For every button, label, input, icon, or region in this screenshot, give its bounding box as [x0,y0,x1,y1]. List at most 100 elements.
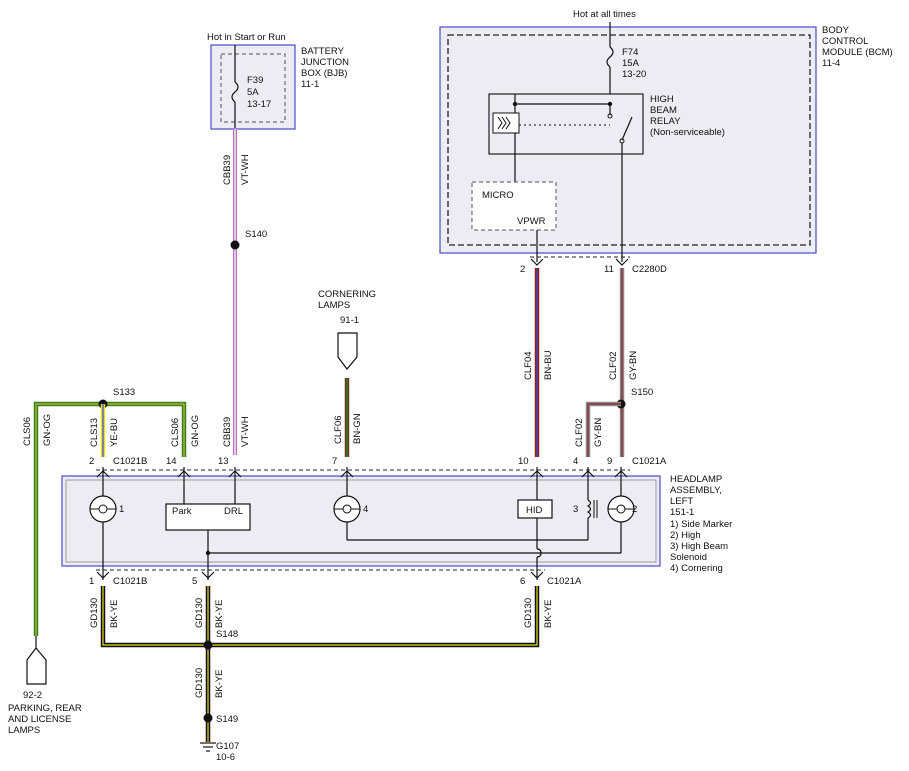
drl-label: DRL [224,506,243,517]
high-beam-relay [488,93,644,155]
bjb-box [210,44,296,130]
headlamp-title-3: LEFT [670,496,693,507]
bjb-fuse-icon [231,81,239,103]
ground-page: 10-6 [216,752,235,763]
headlamp-page: 151-1 [670,507,694,518]
bjb-title-2: JUNCTION [301,57,349,68]
cornering-page: 91-1 [340,315,359,326]
wire-gd130-b-color: BK-YE [214,599,225,628]
parking-arrow-icon [26,647,47,685]
bjb-supply-label: Hot in Start or Run [207,32,286,43]
bjb-title-3: BOX (BJB) [301,68,347,79]
headlamp-title-2: ASSEMBLY, [670,485,722,496]
headlamp-legend-1: 1) Side Marker [670,519,732,530]
relay-title-2: BEAM [650,105,677,116]
headlamp-legend-2: 2) High [670,530,701,541]
relay-title-3: RELAY [650,116,681,127]
splice-s133-label: S133 [113,387,135,398]
bcm-connector-c2280d: C2280D [632,264,667,275]
top-connector-c1021b: C1021B [113,456,147,467]
bottom-pin-1: 1 [89,576,94,587]
parking-title-1: PARKING, REAR [8,703,82,714]
headlamp-legend-4: Solenoid [670,552,707,563]
lamp-1-label: 1 [119,504,124,515]
ground-icon [200,742,216,752]
bcm-page: 11-4 [822,58,840,69]
splice-s148 [203,640,213,650]
splice-s140 [230,240,240,250]
bcm-pin-11: 11 [604,264,614,275]
bcm-title-1: BODY [822,25,850,36]
wire-cls06-a-label: CLS06 [22,417,33,446]
splice-s150-label: S150 [631,387,653,398]
bcm-fuse-rating: 15A [622,58,640,69]
cornering-lamp-icon [333,495,361,523]
splice-s149 [203,713,213,723]
bjb-title-1: BATTERY [301,46,345,57]
splice-s149-label: S149 [216,714,238,725]
park-label: Park [172,506,192,517]
wire-clf06-label: CLF06 [333,415,344,444]
bcm-vpwr-label: VPWR [517,216,546,227]
side-marker-lamp-icon [89,495,117,523]
parking-title-2: AND LICENSE [8,714,71,725]
bjb-fuse-rating: 5A [247,87,259,98]
bcm-fuse-ref: 13-20 [622,69,646,80]
top-pin-2: 2 [89,456,94,467]
top-pin-7: 7 [332,456,337,467]
wire-cls06-b-label: CLS06 [170,418,181,447]
parking-title-3: LAMPS [8,725,40,736]
bcm-title-2: CONTROL [822,36,868,47]
splice-s140-label: S140 [245,229,267,240]
bcm-supply-label: Hot at all times [573,9,636,20]
bcm-title-3: MODULE (BCM) [822,47,893,58]
bottom-connector-c1021a: C1021A [547,576,582,587]
headlamp-title-1: HEADLAMP [670,474,722,485]
bjb-page: 11-1 [301,79,319,90]
wire-clf02-a-color: GY-BN [628,351,639,380]
wire-gd130-a-label: GD130 [89,598,100,628]
bjb-fuse-ref: 13-17 [247,99,271,110]
cornering-title-2: LAMPS [318,300,350,311]
headlamp-legend-5: 4) Cornering [670,563,723,574]
cornering-title-1: CORNERING [318,289,376,300]
top-pin-10: 10 [518,456,529,467]
wire-gd130-c-color: BK-YE [543,599,554,628]
wire-clf02-b-color: GY-BN [593,418,604,447]
wire-cls06-b-color: GN-OG [190,415,201,447]
splice-s148-label: S148 [216,629,238,640]
wire-gd130-d-label: GD130 [194,668,205,698]
wire-gd130-c-label: GD130 [523,598,534,628]
bottom-connector-c1021b: C1021B [113,576,147,587]
headlamp-assembly-box [61,475,661,567]
bjb-fuse-id: F39 [247,75,263,86]
bottom-pin-5: 5 [192,576,197,587]
hid-module [517,499,553,519]
top-pin-13: 13 [218,456,229,467]
hid-label: HID [526,505,543,516]
lamp-2-label: 2 [632,504,637,515]
bcm-pin-2: 2 [520,264,525,275]
top-pin-4: 4 [573,456,578,467]
wire-clf02-a-label: CLF02 [608,351,619,380]
ground-id: G107 [216,741,239,752]
cornering-arrow-icon [337,332,358,370]
wire-cbb39-a-color: VT-WH [240,154,251,185]
wire-clf02-b-label: CLF02 [574,418,585,447]
wire-cbb39-b-color: VT-WH [240,416,251,447]
bcm-fuse-id: F74 [622,47,638,58]
wire-gd130-b-label: GD130 [194,598,205,628]
wire-gd130-a-color: BK-YE [109,599,120,628]
lamp-3-label: 3 [573,504,578,515]
headlamp-inner-box [65,479,657,563]
wire-cls13-color: YE-BU [109,418,120,447]
high-beam-lamp-icon [607,495,635,523]
relay-title-4: (Non-serviceable) [650,127,725,138]
wire-clf04-color: BN-BU [543,350,554,380]
bcm-fuse-icon [606,46,614,68]
wire-clf04-label: CLF04 [523,351,534,380]
wire-gd130-d-color: BK-YE [214,669,225,698]
bjb-inner-dashed [220,53,286,123]
high-beam-solenoid-icon [586,499,598,519]
